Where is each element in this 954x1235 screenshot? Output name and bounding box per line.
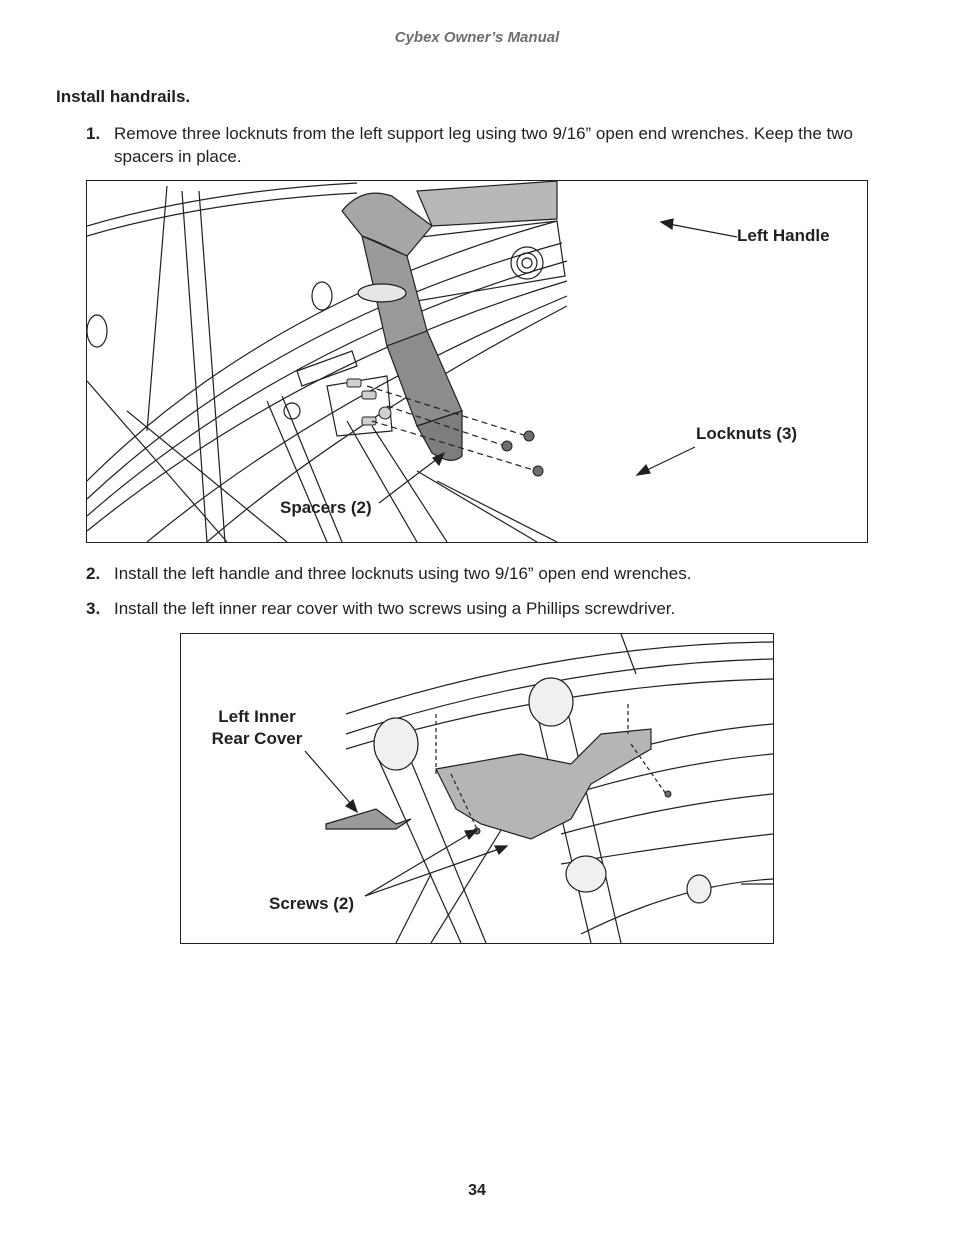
step-number: 3. [86, 599, 101, 618]
step-text: Install the left handle and three locknu… [114, 564, 692, 583]
step-2: 2. Install the left handle and three loc… [86, 562, 906, 585]
step-number: 2. [86, 564, 101, 583]
figure-rear-cover-installation: Left Inner Rear Cover Screws (2) [180, 633, 774, 944]
step-text: Install the left inner rear cover with t… [114, 599, 676, 618]
callout-left-handle: Left Handle [737, 226, 830, 245]
handle-assembly-illustration [87, 181, 738, 542]
step-text: Remove three locknuts from the left supp… [114, 124, 853, 166]
callout-line: Rear Cover [211, 729, 303, 748]
callout-locknuts: Locknuts (3) [696, 424, 798, 443]
callout-screws: Screws (2) [269, 894, 355, 913]
section-title: Install handrails. [56, 87, 191, 106]
page-number: 34 [468, 1182, 486, 1199]
step-3: 3. Install the left inner rear cover wit… [86, 597, 906, 620]
callout-left-inner-rear-cover: Left Inner Rear Cover [201, 706, 313, 750]
figure-handle-installation: Left Handle Locknuts (3) Spacers (2) [86, 180, 868, 543]
step-number: 1. [86, 124, 101, 143]
callout-line: Left Inner [218, 707, 296, 726]
rear-cover-illustration [304, 634, 773, 943]
running-header: Cybex Owner’s Manual [394, 29, 560, 46]
callout-spacers: Spacers (2) [280, 498, 372, 517]
step-1: 1. Remove three locknuts from the left s… [86, 122, 906, 168]
